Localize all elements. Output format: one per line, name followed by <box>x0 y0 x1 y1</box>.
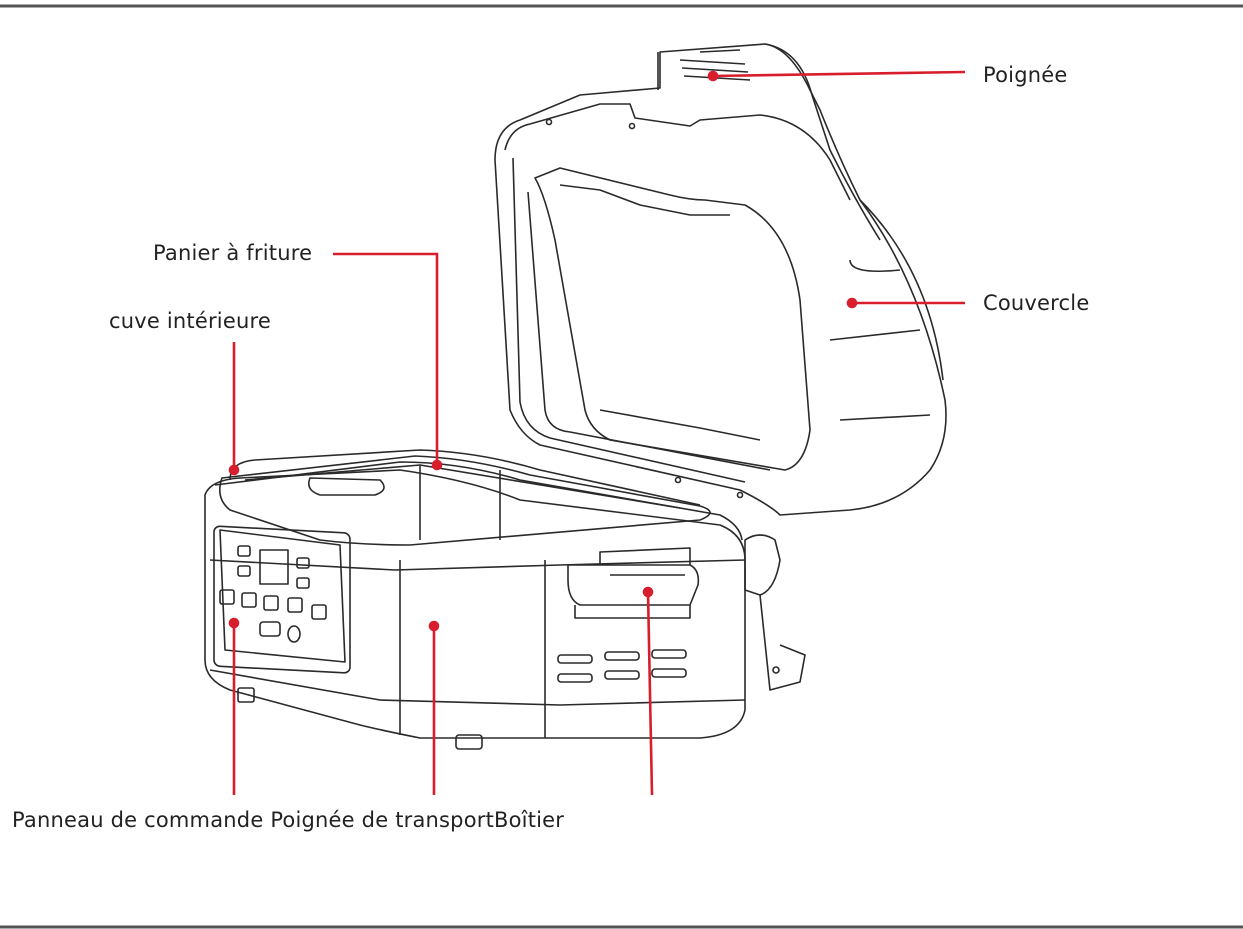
leader-poignee <box>712 70 966 78</box>
leader-cuve-dot <box>228 464 240 476</box>
leader-panier-dot <box>431 459 443 471</box>
label-cuve-interieure: cuve intérieure <box>109 309 271 333</box>
label-panier-a-friture: Panier à friture <box>153 241 313 265</box>
leader-poignee-dot <box>707 70 719 82</box>
leader-boitier-dot <box>428 620 440 632</box>
hinge-drawing <box>744 534 806 691</box>
leader-lines <box>228 70 966 796</box>
fryer-drawing <box>204 43 947 750</box>
label-bottom-row: Panneau de commande Poignée de transport… <box>12 808 565 832</box>
label-couvercle: Couvercle <box>983 291 1090 315</box>
leader-poignee-transport <box>646 591 654 796</box>
label-poignee: Poignée <box>983 63 1068 87</box>
leader-panneau-dot <box>228 617 240 629</box>
leader-panier <box>333 252 439 465</box>
base-drawing <box>204 449 746 750</box>
leader-poignee-transport-dot <box>642 586 654 598</box>
lid-drawing <box>494 43 947 516</box>
leader-couvercle-dot <box>846 297 858 309</box>
